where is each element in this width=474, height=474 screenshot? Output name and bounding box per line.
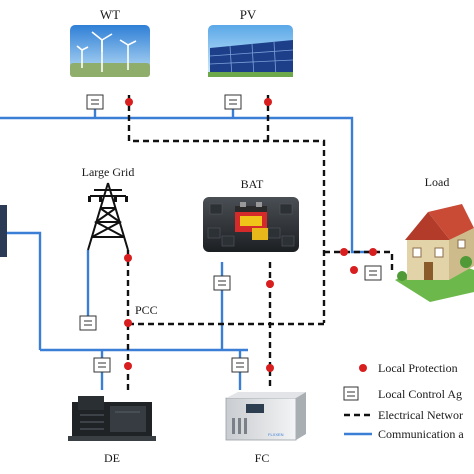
- large-grid-label: Large Grid: [82, 165, 135, 179]
- elec-line-wt: [127, 95, 326, 323]
- fc-label: FC: [255, 451, 270, 465]
- control-agent-load: [364, 265, 382, 281]
- comm-line-left-device: [0, 231, 42, 350]
- legend-local-control: Local Control Ag: [378, 387, 462, 401]
- protection-dot-load-b: [369, 248, 377, 256]
- control-agent-pv: [224, 94, 242, 110]
- local-protection-points: [124, 98, 377, 372]
- control-agent-de: [93, 357, 111, 373]
- diesel-engine: DE: [68, 396, 156, 465]
- protection-dot-de: [124, 362, 132, 370]
- wind-turbine: WT: [70, 7, 150, 77]
- pcc-label: PCC: [135, 303, 158, 317]
- large-grid-tower: Large Grid: [82, 165, 135, 251]
- elec-line-load: [354, 250, 394, 270]
- control-agent-fc: [231, 357, 249, 373]
- wt-label: WT: [100, 7, 120, 22]
- protection-dot-wt: [125, 98, 133, 106]
- protection-dot-bat: [266, 280, 274, 288]
- fuel-cell: FLXXEN FC: [225, 392, 306, 465]
- legend-communication: Communication a: [378, 427, 464, 441]
- protection-dot-legend: [359, 364, 367, 372]
- legend-local-protection: Local Protection: [378, 361, 458, 375]
- de-label: DE: [104, 451, 120, 465]
- comm-line-top-bus: [0, 116, 372, 254]
- control-agent-bat: [213, 275, 231, 291]
- legend-electrical-network: Electrical Networ: [378, 408, 463, 422]
- fc-brand-text: FLXXEN: [268, 432, 284, 437]
- protection-dot-pv: [264, 98, 272, 106]
- control-agent-wt: [86, 94, 104, 110]
- pv-label: PV: [240, 7, 257, 22]
- battery-storage: BAT: [203, 177, 299, 252]
- control-agent-grid: [79, 315, 97, 331]
- protection-dot-grid: [124, 254, 132, 262]
- local-control-agents: [79, 94, 382, 401]
- left-partial-device: [0, 205, 7, 257]
- legend: Local Protection Local Control Ag Electr…: [378, 361, 464, 441]
- bat-label: BAT: [241, 177, 264, 191]
- protection-dot-load-c: [350, 266, 358, 274]
- protection-dot-pcc: [124, 319, 132, 327]
- protection-dot-fc: [266, 364, 274, 372]
- load-label: Load: [425, 175, 450, 189]
- load-house: Load: [395, 175, 474, 302]
- electrical-network-lines: [126, 95, 394, 417]
- control-agent-legend: [343, 386, 359, 401]
- communication-lines: [0, 95, 372, 436]
- pv-array: PV: [208, 7, 294, 78]
- protection-dot-load-a: [340, 248, 348, 256]
